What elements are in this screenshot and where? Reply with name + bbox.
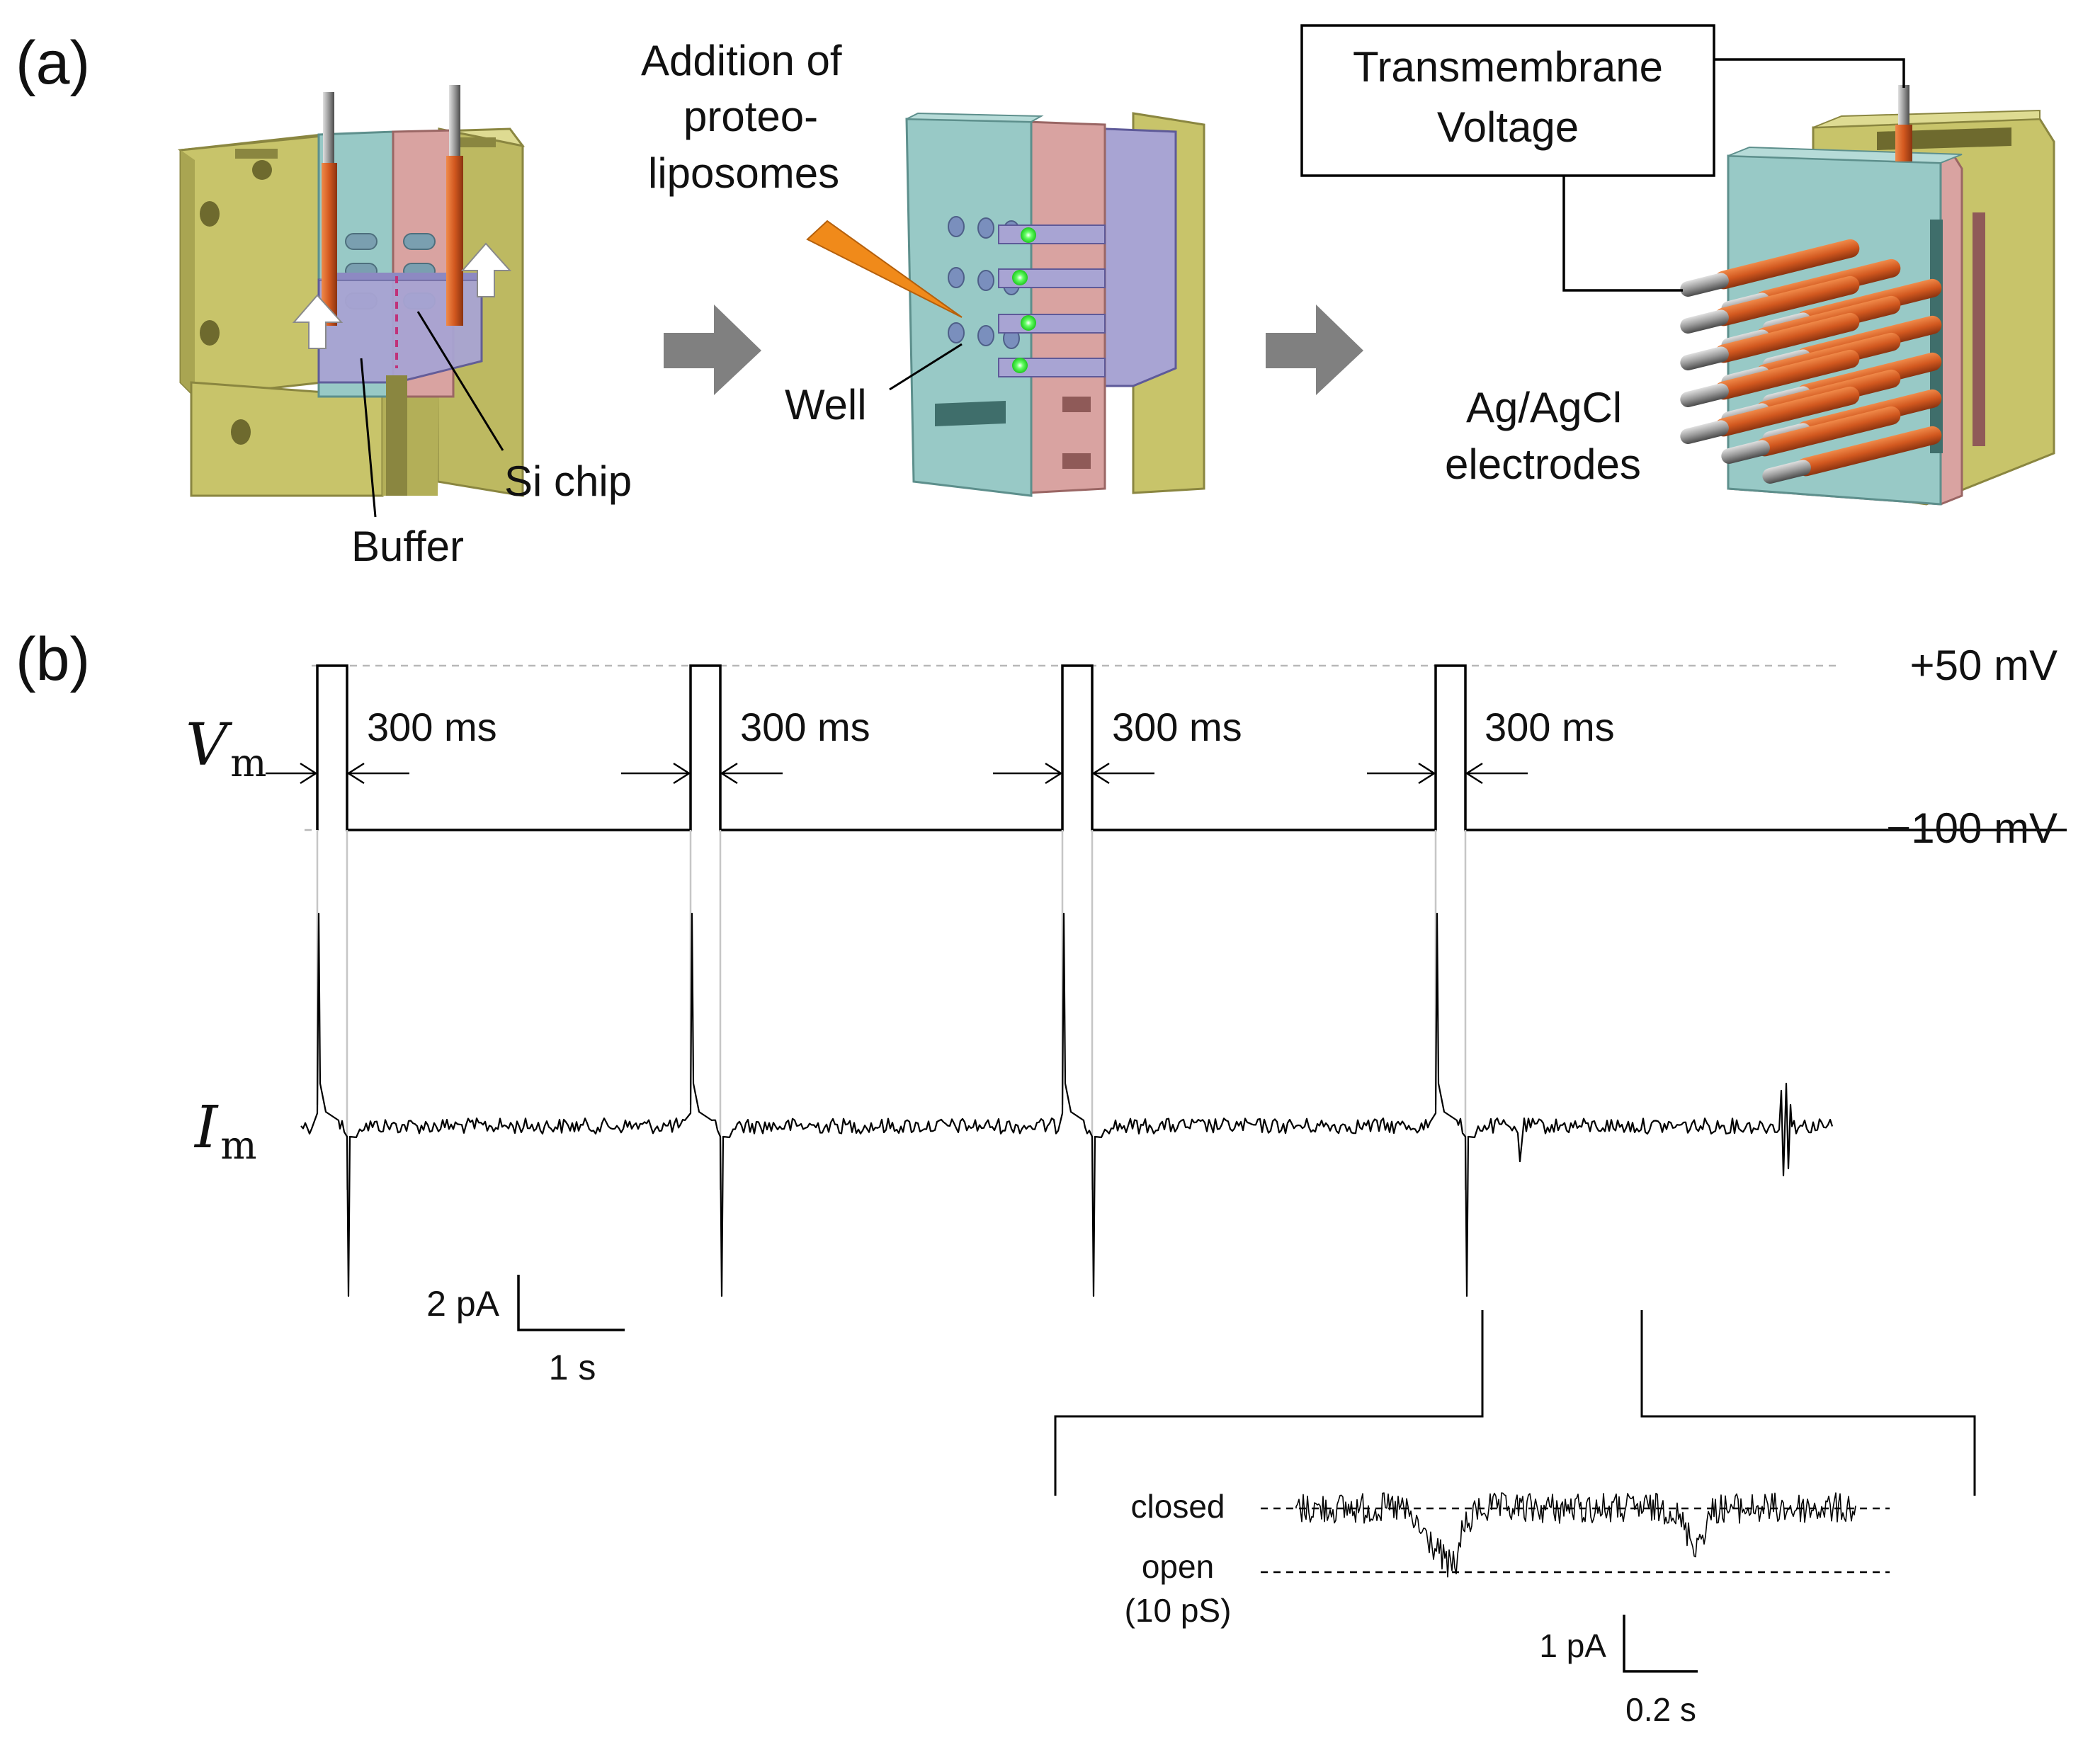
voltage-wire-bottom <box>1562 176 1683 292</box>
voltage-box-line1: Transmembrane <box>1353 43 1663 91</box>
inset-open-conductance-label: (10 pS) <box>1125 1592 1232 1629</box>
liposome-addition-illustration <box>806 112 1205 497</box>
holder-cutaway-illustration <box>177 85 525 497</box>
lipid-bilayer-dot <box>1012 358 1028 373</box>
ag-agcl-electrode <box>1680 349 1860 408</box>
inset-scale-y-label: 1 pA <box>1539 1627 1606 1664</box>
lipid-bilayer-dot <box>1021 315 1036 331</box>
zoom-bracket-right <box>1640 1310 1976 1496</box>
inset-current-trace <box>1295 1492 1856 1578</box>
ag-agcl-electrode <box>1680 312 1860 371</box>
inset-scale-x-label: 0.2 s <box>1625 1691 1696 1728</box>
pulse-width-label-4: 300 ms <box>1485 705 1615 749</box>
im-subscript: m <box>220 1123 256 1168</box>
ag-agcl-electrode <box>1721 406 1901 465</box>
main-scale-y-label: 2 pA <box>426 1284 500 1324</box>
main-scale-x-label: 1 s <box>549 1348 596 1387</box>
alignment-guides <box>316 830 1467 1190</box>
zoom-bracket <box>1054 1310 1484 1496</box>
level-low-label: −100 mV <box>1886 804 2058 852</box>
transmembrane-voltage-box <box>1300 24 1715 177</box>
pipette-tip <box>806 220 963 318</box>
inset-closed-label: closed <box>1131 1488 1225 1525</box>
assembled-holder-illustration <box>1680 85 2055 506</box>
addition-label-line1: Addition of <box>641 37 842 84</box>
buffer-leader-line <box>360 358 377 518</box>
si-chip-leader-line <box>416 311 504 451</box>
vm-subscript: m <box>230 741 266 785</box>
main-scale-bar <box>517 1275 625 1331</box>
si-chip-label: Si chip <box>504 457 632 505</box>
pulse-width-label-2: 300 ms <box>740 705 870 749</box>
pulse-width-label-3: 300 ms <box>1112 705 1242 749</box>
vm-label: Vm <box>186 712 266 785</box>
ag-agcl-electrode <box>1680 275 1860 334</box>
ag-agcl-electrode <box>1680 386 1860 445</box>
pulse-width-label-1: 300 ms <box>367 705 497 749</box>
lipid-bilayer-dot <box>1012 270 1028 285</box>
ag-agcl-electrode <box>1680 239 1860 297</box>
addition-label-line2: proteo- <box>683 93 818 140</box>
voltage-box-line2: Voltage <box>1437 103 1579 151</box>
panel-a-label: (a) <box>16 29 90 97</box>
well-label: Well <box>785 381 867 428</box>
im-label: Im <box>193 1094 257 1168</box>
level-high-label: +50 mV <box>1910 642 2058 689</box>
process-arrow-2 <box>1266 305 1363 395</box>
lipid-bilayer-dot <box>1021 227 1036 243</box>
pulse-width-annotation <box>266 762 1528 785</box>
inset-scale-bar <box>1623 1615 1698 1673</box>
electrodes-label-line1: Ag/AgCl <box>1466 384 1622 431</box>
buffer-label: Buffer <box>351 523 464 570</box>
well-leader-line <box>889 343 963 391</box>
addition-label-line3: liposomes <box>648 149 839 197</box>
process-arrow-1 <box>664 305 761 395</box>
inset-open-label: open <box>1142 1548 1214 1585</box>
voltage-wire-top <box>1714 58 1905 88</box>
ag-agcl-electrode <box>1762 426 1942 484</box>
panel-b-label: (b) <box>16 625 90 693</box>
electrodes-label-line2: electrodes <box>1445 440 1641 488</box>
current-trace <box>300 912 1834 1297</box>
